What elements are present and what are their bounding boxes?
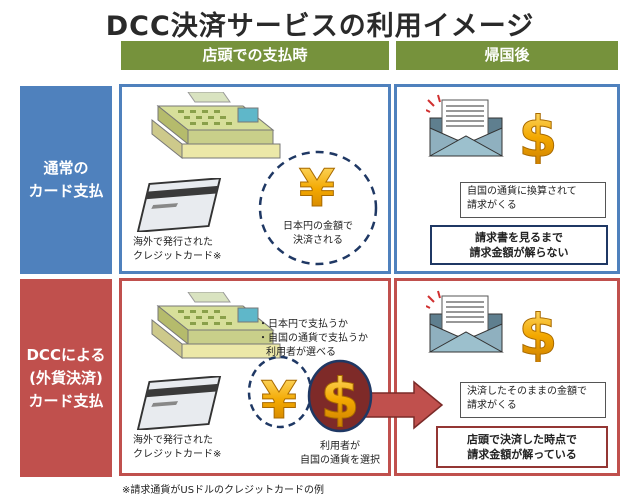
caption-line: クレジットカード※ xyxy=(133,449,222,460)
row-header-dcc: DCCによる (外貨決済) カード支払 xyxy=(20,279,112,477)
caption-line: 請求がくる xyxy=(467,400,517,411)
row-label-line: カード支払 xyxy=(28,182,104,200)
yen-dashed-circle xyxy=(258,150,378,266)
caption-line: クレジットカード※ xyxy=(133,251,222,262)
column-header-at-store: 店頭での支払時 xyxy=(121,41,389,70)
envelope-bill-icon xyxy=(426,94,506,160)
result-line: 請求金額が解っている xyxy=(467,448,577,461)
result-line: 請求金額が解らない xyxy=(469,246,569,259)
choice-caption: 利用者が 自国の通貨を選択 xyxy=(292,440,388,468)
panel-dcc-after-return xyxy=(394,278,620,476)
caption-line: 自国の通貨を選択 xyxy=(300,455,380,466)
dollar-symbol: $ xyxy=(519,105,558,164)
option-line: 利用者が選べる xyxy=(266,347,336,358)
yen-symbol: ¥ xyxy=(261,371,297,426)
yen-caption: 日本円の金額で 決済される xyxy=(266,220,370,248)
result-line: 請求書を見るまで xyxy=(475,231,563,244)
credit-card-icon xyxy=(136,376,222,430)
bill-caption-box: 自国の通貨に換算されて 請求がくる xyxy=(460,182,606,218)
column-header-after-return: 帰国後 xyxy=(396,41,618,70)
option-line: ・自国の通貨で支払うか xyxy=(258,333,368,344)
dollar-symbol: $ xyxy=(321,367,360,432)
caption-line: 決済される xyxy=(293,235,343,246)
result-box-dcc: 店頭で決済した時点で請求金額が解っている xyxy=(436,426,608,468)
page-title: DCC決済サービスの利用イメージ xyxy=(105,11,535,42)
dollar-coin-icon: $ xyxy=(518,105,558,165)
yen-coin-icon: ¥ xyxy=(298,159,335,215)
bill-caption-box: 決済したそのままの金額で 請求がくる xyxy=(460,382,606,418)
caption-line: 自国の通貨に換算されて xyxy=(467,186,577,197)
dollar-selected-circle: $ xyxy=(307,359,373,433)
footnote: ※請求通貨がUSドルのクレジットカードの例 xyxy=(122,485,325,496)
yen-coin-icon: ¥ xyxy=(260,371,297,427)
card-caption: 海外で発行された クレジットカード※ xyxy=(133,236,253,264)
dollar-symbol: $ xyxy=(519,303,558,362)
row-label-line: 通常の xyxy=(43,159,89,177)
caption-line: 請求がくる xyxy=(467,200,517,211)
result-box-normal: 請求書を見るまで請求金額が解らない xyxy=(430,225,608,265)
caption-line: 日本円の金額で xyxy=(283,221,353,232)
envelope-bill-icon xyxy=(426,290,506,356)
caption-line: 決済したそのままの金額で xyxy=(467,386,587,397)
caption-line: 海外で発行された xyxy=(133,237,213,248)
row-label-line: カード支払 xyxy=(28,391,104,410)
result-line: 店頭で決済した時点で xyxy=(467,433,577,446)
credit-card-icon xyxy=(136,178,222,232)
yen-symbol: ¥ xyxy=(299,159,335,214)
card-caption: 海外で発行された クレジットカード※ xyxy=(133,434,253,462)
row-header-normal: 通常のカード支払 xyxy=(20,86,112,274)
caption-line: 海外で発行された xyxy=(133,435,213,446)
payment-options-text: ・日本円で支払うか ・自国の通貨で支払うか 利用者が選べる xyxy=(258,318,388,360)
option-line: ・日本円で支払うか xyxy=(258,319,348,330)
row-label-line: DCCによる xyxy=(26,345,106,364)
dollar-coin-icon: $ xyxy=(518,303,558,363)
row-label-line: (外貨決済) xyxy=(29,368,103,387)
caption-line: 利用者が xyxy=(320,441,360,452)
